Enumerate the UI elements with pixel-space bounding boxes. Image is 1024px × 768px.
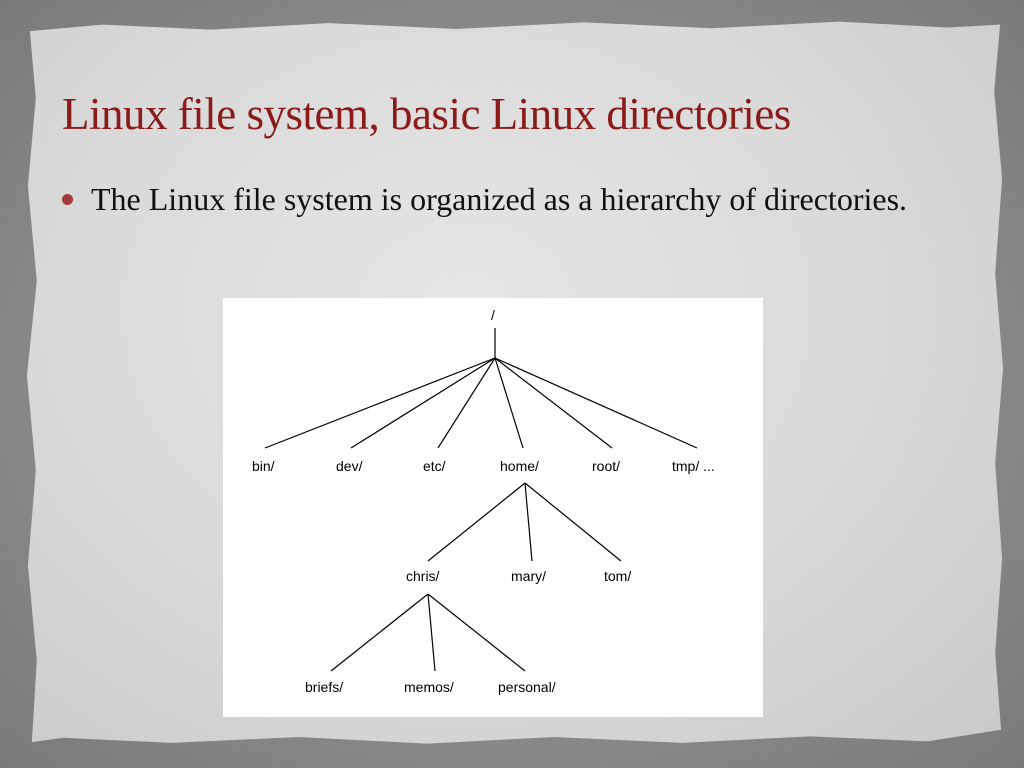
tree-edge bbox=[524, 482, 533, 562]
tree-node-tom: tom/ bbox=[604, 568, 631, 584]
bullet-text: The Linux file system is organized as a … bbox=[91, 181, 908, 217]
tree-edge bbox=[427, 593, 526, 672]
directory-tree-diagram: / bin/ dev/ etc/ home/ root/ tmp/ ... ch… bbox=[252, 307, 715, 695]
tree-edge bbox=[494, 357, 613, 449]
tree-node-dev: dev/ bbox=[336, 458, 363, 474]
tree-edge bbox=[330, 593, 429, 672]
bullet-item: The Linux file system is organized as a … bbox=[62, 178, 922, 221]
tree-edge bbox=[264, 357, 496, 449]
tree-node-bin: bin/ bbox=[252, 458, 275, 474]
tree-node-home: home/ bbox=[500, 458, 539, 474]
bullet-dot-icon bbox=[62, 194, 73, 205]
tree-node-personal: personal/ bbox=[498, 679, 556, 695]
tree-edge bbox=[427, 593, 436, 672]
tree-edge bbox=[350, 357, 496, 449]
tree-edge bbox=[494, 357, 524, 449]
tree-node-memos: memos/ bbox=[404, 679, 454, 695]
tree-edge bbox=[524, 482, 622, 562]
tree-node-mary: mary/ bbox=[511, 568, 546, 584]
directory-tree-figure: / bin/ dev/ etc/ home/ root/ tmp/ ... ch… bbox=[223, 298, 763, 717]
slide-title: Linux file system, basic Linux directori… bbox=[62, 89, 791, 139]
tree-node-chris: chris/ bbox=[406, 568, 440, 584]
tree-node-briefs: briefs/ bbox=[305, 679, 343, 695]
tree-edge bbox=[437, 357, 496, 449]
tree-node-etc: etc/ bbox=[423, 458, 446, 474]
tree-node-tmp: tmp/ ... bbox=[672, 458, 715, 474]
tree-node-root-dir: root/ bbox=[592, 458, 620, 474]
tree-node-root: / bbox=[491, 307, 495, 323]
tree-edge bbox=[427, 482, 526, 562]
tree-edge bbox=[494, 357, 698, 449]
